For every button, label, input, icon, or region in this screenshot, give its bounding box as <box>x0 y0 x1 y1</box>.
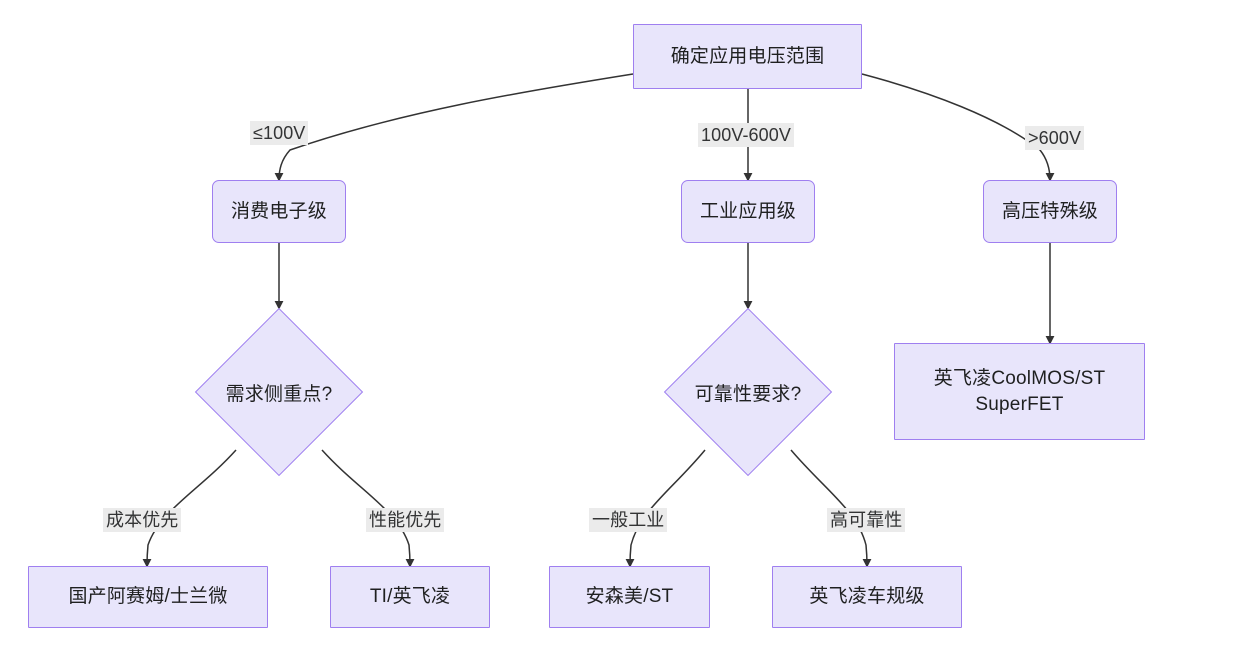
node-high-voltage-grade[interactable]: 高压特殊级 <box>983 180 1117 243</box>
edge-label-high-reliability: 高可靠性 <box>827 508 906 532</box>
edge-demand-focus-to-perf-product <box>321 449 415 568</box>
edge-label-general-industry: 一般工业 <box>589 508 668 532</box>
node-demand-focus-decision[interactable]: 需求侧重点? <box>194 307 364 477</box>
node-industrial-grade[interactable]: 工业应用级 <box>681 180 815 243</box>
edge-label-le100v: ≤100V <box>250 121 309 145</box>
edge-demand-focus-to-cost-product <box>142 449 237 568</box>
edge-root-to-consumer <box>274 73 634 182</box>
node-root[interactable]: 确定应用电压范围 <box>633 24 862 89</box>
edge-label-perf-first: 性能优先 <box>366 508 445 532</box>
node-performance-product[interactable]: TI/英飞凌 <box>330 566 490 628</box>
node-high-reliability-product[interactable]: 英飞凌车规级 <box>772 566 962 628</box>
edge-label-mid-range: 100V-600V <box>698 123 794 147</box>
node-consumer-grade[interactable]: 消费电子级 <box>212 180 346 243</box>
edge-root-to-highvoltage <box>861 73 1055 182</box>
node-reliability-label: 可靠性要求? <box>694 383 802 405</box>
node-demand-focus-label: 需求侧重点? <box>225 383 333 405</box>
edge-reliability-to-general-product <box>625 449 706 568</box>
node-hv-product[interactable]: 英飞凌CoolMOS/ST SuperFET <box>894 343 1145 440</box>
node-general-industry-product[interactable]: 安森美/ST <box>549 566 710 628</box>
edge-reliability-to-hirel-product <box>790 449 872 568</box>
node-reliability-decision[interactable]: 可靠性要求? <box>663 307 833 477</box>
edge-label-cost-first: 成本优先 <box>103 508 182 532</box>
node-cost-product[interactable]: 国产阿赛姆/士兰微 <box>28 566 268 628</box>
edge-label-gt600v: >600V <box>1025 126 1085 150</box>
